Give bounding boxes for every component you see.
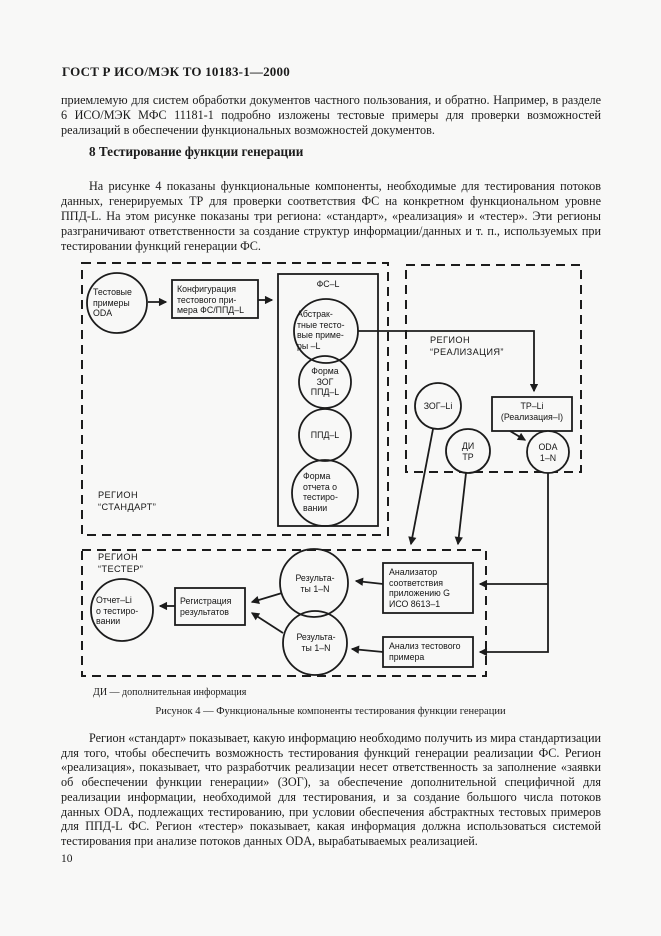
di-tr-circle (445, 428, 491, 474)
closing-paragraph: Регион «стандарт» показывает, какую инфо… (61, 731, 601, 848)
page-number: 10 (61, 853, 73, 865)
region-tester-border (81, 549, 487, 677)
oda-1n-circle (526, 430, 570, 474)
registration-label: Регистрация результатов (180, 596, 232, 617)
region-tester-label: РЕГИОН “ТЕСТЕР” (98, 552, 144, 574)
config-label: Конфигурация тестового при- мера ФС/ППД–… (177, 284, 245, 315)
report-form-label: Форма отчета о тестиро- вании (303, 471, 338, 513)
arrow-trli-to-oda (509, 430, 527, 441)
document-header: ГОСТ Р ИСО/МЭК ТО 10183-1—2000 (62, 64, 290, 79)
test-examples-oda-circle (86, 272, 148, 334)
results-top-circle (279, 548, 349, 618)
form-zog-circle (298, 355, 352, 409)
tr-li-label: ТР–Li (Реализация–I) (500, 401, 564, 422)
arrow-zog-down (408, 428, 434, 546)
test-report-form-circle (291, 459, 359, 527)
arrow-ditr-down (454, 472, 467, 546)
ppd-l-label: ППД–L (310, 430, 340, 440)
fs-l-box (277, 273, 379, 527)
results-bottom-circle (282, 610, 348, 676)
arrow-results-bottom-to-registration (250, 612, 284, 634)
analyzer-label: Анализатор соответствия приложению G ИСО… (389, 567, 451, 609)
zog-li-label: ЗОГ–Li (423, 401, 453, 411)
region-implementation-label: РЕГИОН “РЕАЛИЗАЦИЯ” (430, 335, 504, 357)
report-li-label: Отчет–Li о тестиро- вании (96, 595, 139, 626)
arrow-analysis-to-results (350, 645, 384, 654)
oda-1n-label: ODA 1–N (538, 442, 558, 463)
figure-caption: Рисунок 4 — Функциональные компоненты те… (155, 706, 506, 717)
form-zog-label: Форма ЗОГ ППД–L (310, 366, 340, 397)
di-tr-label: ДИ ТР (461, 441, 475, 462)
conformance-analyzer-box (382, 562, 474, 614)
results-bottom-label: Результа- ты 1–N (296, 632, 336, 653)
region-implementation-border (405, 264, 582, 473)
config-test-example-box (171, 279, 259, 319)
arrow-results-top-to-registration (250, 592, 283, 604)
test-report-li-circle (90, 578, 154, 642)
intro-paragraph: приемлемую для систем обработки документ… (61, 93, 601, 137)
zog-li-circle (414, 382, 462, 430)
arrow-abstract-to-trli (358, 330, 539, 393)
section-heading: 8 Тестирование функции генерации (89, 144, 304, 159)
figure-legend: ДИ — дополнительная информация (93, 687, 247, 698)
fs-l-label: ФС–L (316, 279, 340, 289)
tr-li-box (491, 396, 573, 432)
abstract-test-examples-circle (293, 298, 359, 364)
abstract-tests-label: Абстрак- тные тесто- вые приме- ры –L (297, 309, 345, 351)
arrow-analyzer-to-results (354, 577, 384, 586)
analysis-label: Анализ тестового примера (389, 641, 461, 662)
results-top-label: Результа- ты 1–N (295, 573, 335, 594)
test-example-analysis-box (382, 636, 474, 668)
region-standard-label: РЕГИОН “СТАНДАРТ” (98, 490, 157, 512)
region-standard-border (81, 262, 389, 536)
arrow-oda-to-analysis (478, 473, 549, 657)
test-examples-label: Тестовые примеры ODA (93, 287, 132, 318)
section-paragraph: На рисунке 4 показаны функциональные ком… (61, 179, 601, 253)
ppd-l-circle (298, 408, 352, 462)
